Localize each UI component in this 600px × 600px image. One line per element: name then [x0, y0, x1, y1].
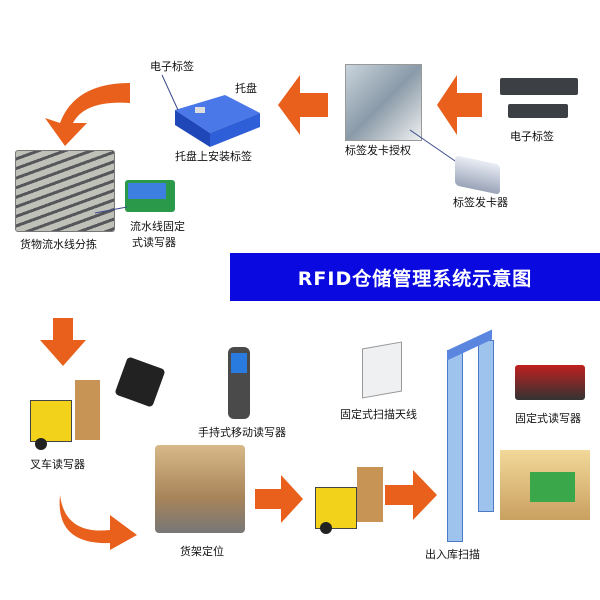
conveyor-reader-device: [125, 180, 175, 212]
rfid-tag-1: [500, 78, 578, 95]
label-conveyor-reader-2: 式读写器: [132, 236, 176, 249]
pallet-image: [175, 95, 260, 147]
label-fixed-reader: 固定式读写器: [515, 412, 581, 425]
fixed-reader-device: [515, 365, 585, 400]
label-pallet-tag: 电子标签: [150, 60, 194, 73]
curved-arrow-top: [45, 83, 130, 146]
rfid-tag-2: [508, 104, 568, 118]
conveyor-line: [94, 206, 128, 214]
label-forklift-reader: 叉车读写器: [30, 458, 85, 471]
forklift-1: [30, 380, 100, 450]
arrow-down: [40, 318, 86, 366]
card-issuer-device: [455, 155, 500, 195]
arrow-left-1: [278, 75, 328, 135]
gate-post-left: [447, 350, 463, 542]
forklift-2: [315, 462, 383, 534]
arrow-right-2: [385, 470, 437, 520]
gate-post-right: [478, 340, 494, 512]
conveyor-photo: [15, 150, 115, 232]
label-antenna: 固定式扫描天线: [340, 408, 417, 421]
label-conveyor-reader-1: 流水线固定: [130, 220, 185, 233]
label-pallet: 托盘: [235, 82, 257, 95]
truck-photo: [500, 450, 590, 520]
label-issuer: 标签发卡器: [453, 196, 508, 209]
label-tags: 电子标签: [510, 130, 554, 143]
label-handheld: 手持式移动读写器: [198, 426, 286, 439]
tag-line: [161, 74, 179, 111]
curved-arrow-bottom: [59, 495, 138, 550]
arrow-right-1: [255, 475, 303, 523]
antenna-panel: [362, 341, 402, 399]
label-conveyor: 货物流水线分拣: [20, 238, 97, 251]
label-pallet-install: 托盘上安装标签: [175, 150, 252, 163]
shelf-photo: [155, 445, 245, 533]
label-issue-auth: 标签发卡授权: [345, 144, 411, 157]
label-gate: 出入库扫描: [425, 548, 480, 561]
arrow-left-2: [437, 75, 482, 135]
handheld-reader-device: [228, 347, 250, 419]
issuer-line: [409, 129, 459, 164]
label-shelf: 货架定位: [180, 545, 224, 558]
diagram-title: RFID仓储管理系统示意图: [230, 253, 600, 301]
forklift-reader-device: [114, 356, 166, 408]
issue-photo: [345, 64, 422, 141]
